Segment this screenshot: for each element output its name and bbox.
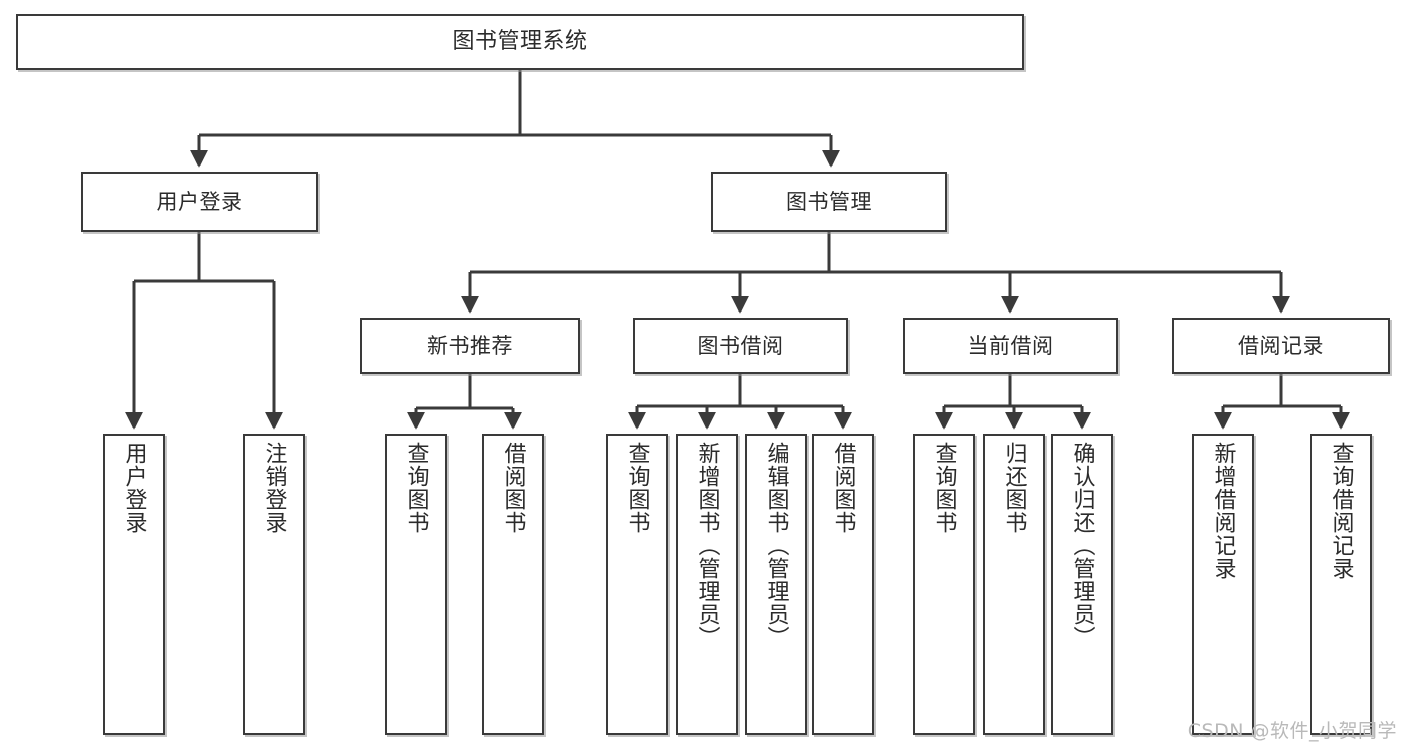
node-leaf-confirm-return-label: 确认归还（管理员） — [1069, 442, 1095, 649]
node-leaf-query-book-1-label: 查询图书 — [403, 442, 429, 534]
node-leaf-query-record-label: 查询借阅记录 — [1328, 442, 1354, 580]
node-leaf-user-logout-label: 注销登录 — [261, 442, 287, 534]
node-new-book-recommend-label: 新书推荐 — [427, 333, 513, 358]
node-leaf-user-login-label: 用户登录 — [121, 442, 147, 534]
node-leaf-query-book-2-label: 查询图书 — [624, 442, 650, 534]
node-leaf-borrow-book-2-label: 借阅图书 — [830, 442, 856, 534]
node-root-system[interactable]: 图书管理系统 — [16, 14, 1024, 70]
node-leaf-query-book-3-label: 查询图书 — [931, 442, 957, 534]
node-new-book-recommend[interactable]: 新书推荐 — [360, 318, 580, 374]
node-current-borrow-label: 当前借阅 — [967, 333, 1054, 358]
node-leaf-return-book[interactable]: 归还图书 — [983, 434, 1045, 735]
node-leaf-add-record-label: 新增借阅记录 — [1210, 442, 1236, 580]
node-book-borrow[interactable]: 图书借阅 — [633, 318, 848, 374]
node-leaf-add-book-label: 新增图书（管理员） — [694, 442, 720, 649]
node-leaf-borrow-book-2[interactable]: 借阅图书 — [812, 434, 874, 735]
node-leaf-return-book-label: 归还图书 — [1001, 442, 1027, 534]
node-leaf-query-book-2[interactable]: 查询图书 — [606, 434, 668, 735]
node-borrow-record-label: 借阅记录 — [1238, 333, 1324, 358]
node-leaf-user-login[interactable]: 用户登录 — [103, 434, 165, 735]
node-leaf-user-logout[interactable]: 注销登录 — [243, 434, 305, 735]
node-leaf-query-book-1[interactable]: 查询图书 — [385, 434, 447, 735]
node-user-login-label: 用户登录 — [156, 189, 243, 214]
node-leaf-confirm-return[interactable]: 确认归还（管理员） — [1051, 434, 1113, 735]
node-leaf-add-book[interactable]: 新增图书（管理员） — [676, 434, 738, 735]
node-book-borrow-label: 图书借阅 — [697, 333, 784, 358]
node-leaf-edit-book-label: 编辑图书（管理员） — [763, 442, 789, 649]
node-leaf-query-record[interactable]: 查询借阅记录 — [1310, 434, 1372, 735]
node-leaf-query-book-3[interactable]: 查询图书 — [913, 434, 975, 735]
node-leaf-borrow-book-1[interactable]: 借阅图书 — [482, 434, 544, 735]
node-current-borrow[interactable]: 当前借阅 — [903, 318, 1118, 374]
node-leaf-add-record[interactable]: 新增借阅记录 — [1192, 434, 1254, 735]
node-book-manage-label: 图书管理 — [786, 189, 872, 214]
node-leaf-edit-book[interactable]: 编辑图书（管理员） — [745, 434, 807, 735]
watermark-text: CSDN @软件_小贺同学 — [1187, 720, 1397, 742]
node-user-login[interactable]: 用户登录 — [81, 172, 318, 232]
node-root-system-label: 图书管理系统 — [452, 29, 588, 55]
node-leaf-borrow-book-1-label: 借阅图书 — [500, 442, 526, 534]
node-borrow-record[interactable]: 借阅记录 — [1172, 318, 1390, 374]
node-book-manage[interactable]: 图书管理 — [711, 172, 947, 232]
